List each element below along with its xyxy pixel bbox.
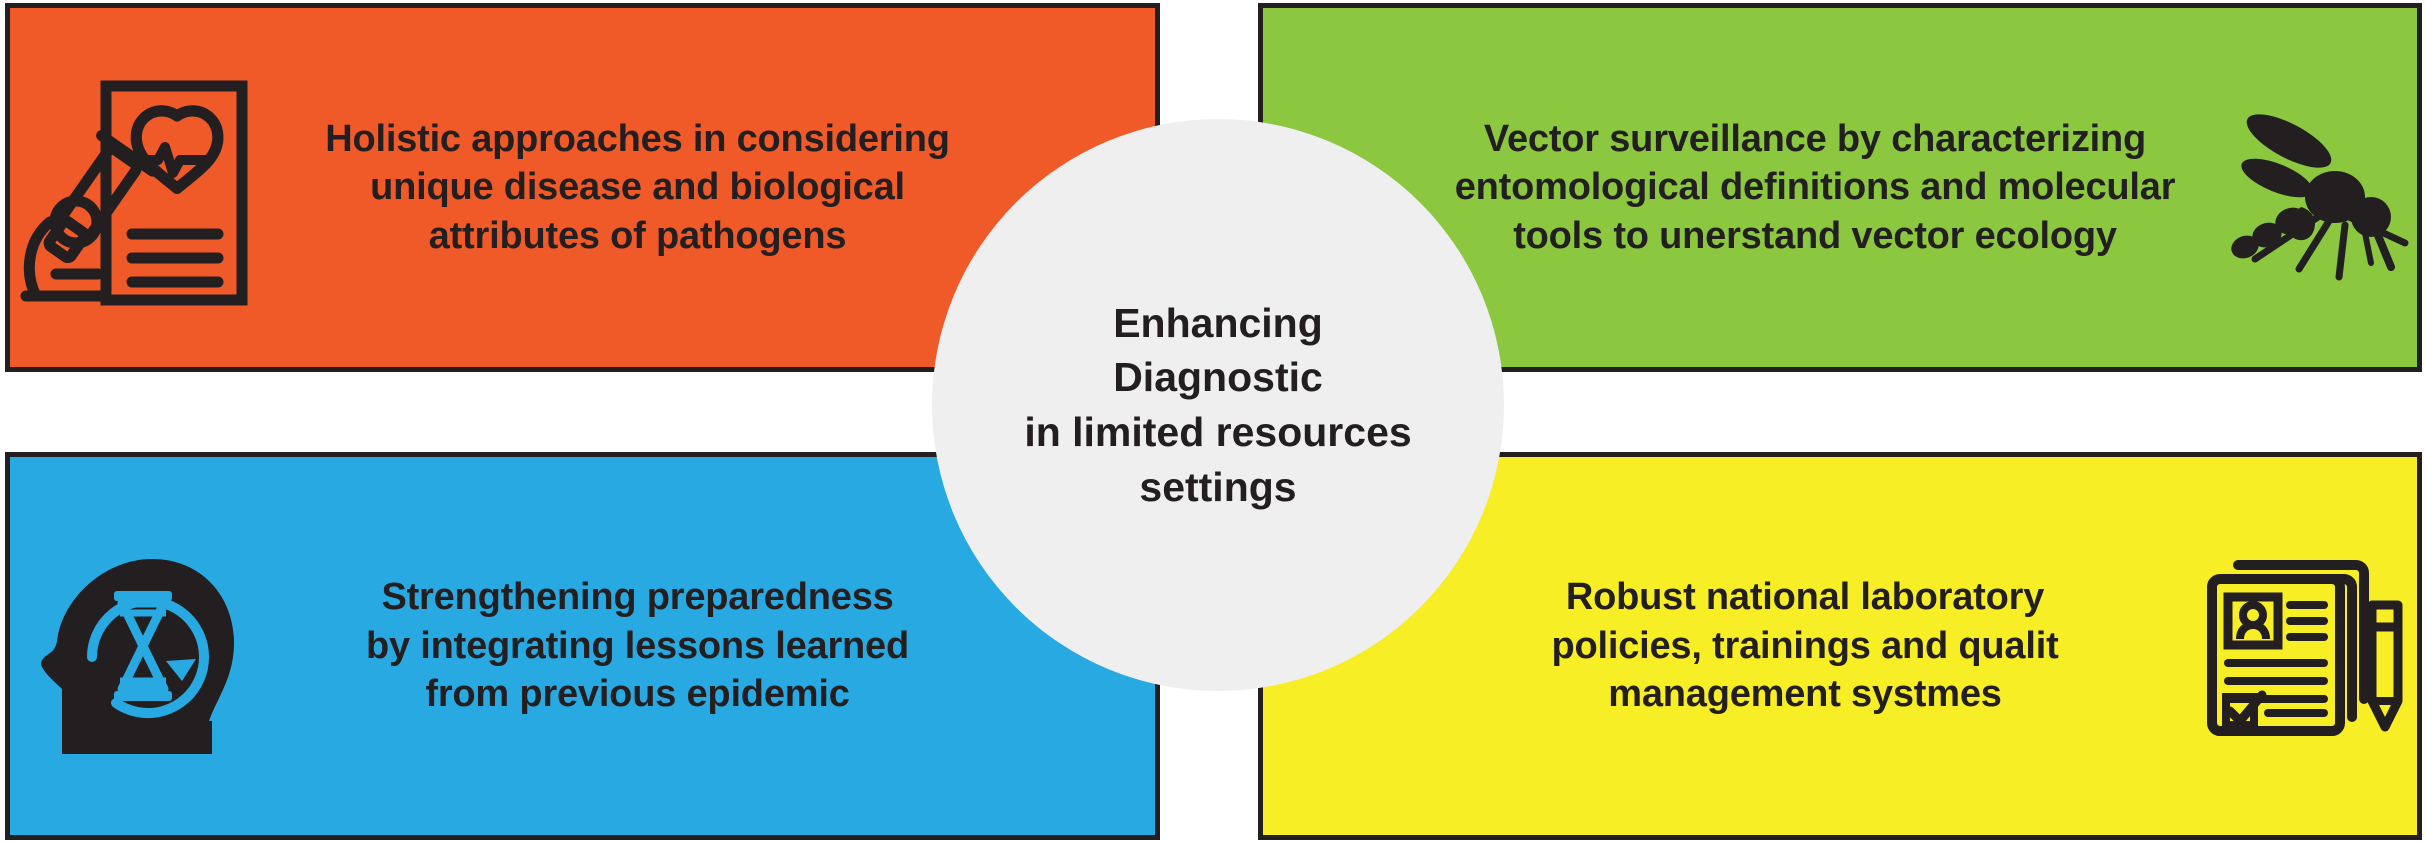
center-title-line: Enhancing Diagnostic xyxy=(1113,299,1323,401)
panel-line: tools to unerstand vector ecology xyxy=(1513,214,2117,257)
panel-line: unique disease and biological xyxy=(370,166,905,209)
head-hourglass-icon xyxy=(40,558,234,754)
center-circle[interactable]: Enhancing Diagnostic in limited resource… xyxy=(932,119,1504,691)
panel-line: management systmes xyxy=(1608,673,2002,716)
document-pencil-icon xyxy=(2207,559,2403,736)
panel-line: from previous epidemic xyxy=(425,673,850,716)
panel-top-left-text: Holistic approaches in considering uniqu… xyxy=(260,115,1015,261)
panel-top-right-text: Vector surveillance by characterizing en… xyxy=(1413,115,2217,261)
microscope-report-icon-slot xyxy=(10,8,260,367)
panel-line: Holistic approaches in considering xyxy=(325,117,950,160)
panel-line: entomological definitions and molecular xyxy=(1454,166,2176,209)
head-hourglass-icon-slot xyxy=(10,457,260,835)
panel-line: attributes of pathogens xyxy=(428,214,847,257)
microscope-report-icon xyxy=(20,80,248,305)
panel-line: Vector surveillance by characterizing xyxy=(1483,117,2147,160)
panel-line: Robust national laboratory xyxy=(1565,576,2045,619)
panel-line: policies, trainings and qualit xyxy=(1551,624,2059,667)
panel-line: Strengthening preparedness xyxy=(381,576,894,619)
mosquito-icon-slot xyxy=(2217,8,2417,367)
center-title: Enhancing Diagnostic in limited resource… xyxy=(1018,296,1418,514)
panel-top-left[interactable]: Holistic approaches in considering uniqu… xyxy=(5,3,1160,372)
panel-line: by integrating lessons learned xyxy=(365,624,910,667)
mosquito-icon xyxy=(2230,113,2408,280)
panel-bottom-right-text: Robust national laboratory policies, tra… xyxy=(1413,573,2197,719)
document-pencil-icon-slot xyxy=(2197,457,2417,835)
center-title-line: settings xyxy=(1139,463,1297,510)
center-title-line: in limited resources xyxy=(1024,409,1412,455)
panel-bottom-left-text: Strengthening preparedness by integratin… xyxy=(260,573,1015,719)
